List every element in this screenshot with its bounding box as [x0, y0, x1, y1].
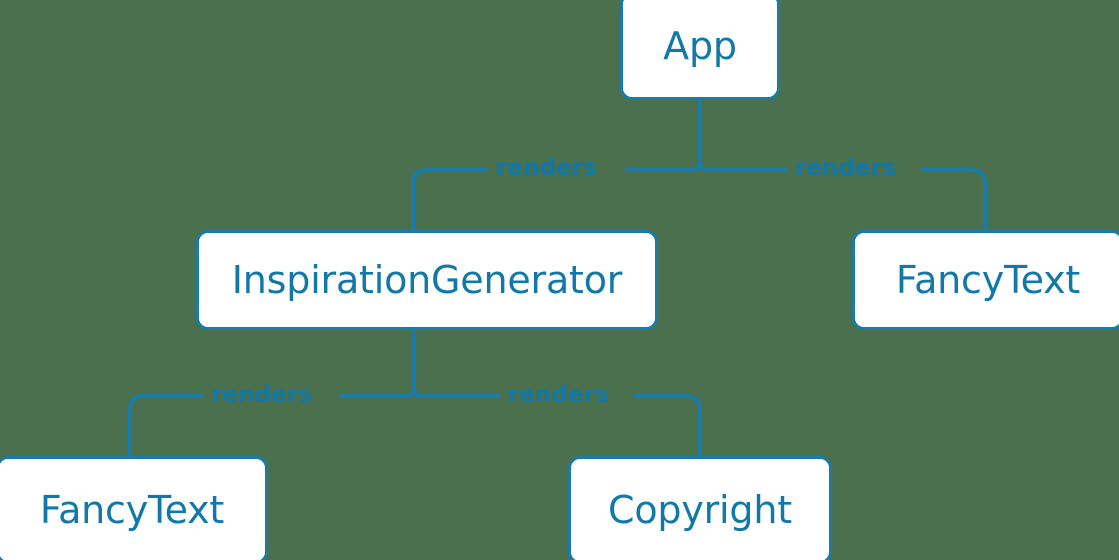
node-app-label: App: [663, 24, 737, 68]
edge-label-app-to-fancytext: renders: [795, 155, 897, 181]
node-fancytext-bottom-label: FancyText: [39, 488, 225, 532]
edge-label-inspiration-to-fancytext: renders: [211, 382, 313, 408]
node-copyright-label: Copyright: [608, 488, 792, 532]
edge-inspiration-to-fancytext-seg2: [128, 394, 203, 456]
node-app[interactable]: App: [620, 0, 780, 100]
edge-app-to-inspiration-seg2: [411, 168, 488, 230]
edge-label-inspiration-to-copyright: renders: [508, 382, 610, 408]
edge-app-trunk: [691, 100, 702, 172]
edge-label-app-to-inspiration: renders: [496, 155, 598, 181]
edge-inspiration-to-copyright-seg2: [634, 394, 702, 456]
edge-app-to-fancytext-seg2: [921, 168, 987, 230]
node-inspiration-generator[interactable]: InspirationGenerator: [196, 230, 658, 330]
node-fancytext-right[interactable]: FancyText: [852, 230, 1119, 330]
edge-inspiration-trunk-right: [412, 387, 423, 398]
edge-app-trunk-right: [698, 161, 709, 172]
node-fancytext-bottom[interactable]: FancyText: [0, 456, 268, 560]
node-copyright[interactable]: Copyright: [568, 456, 832, 560]
node-inspiration-generator-label: InspirationGenerator: [231, 258, 623, 302]
node-fancytext-right-label: FancyText: [895, 258, 1081, 302]
edge-inspiration-trunk: [405, 330, 416, 398]
